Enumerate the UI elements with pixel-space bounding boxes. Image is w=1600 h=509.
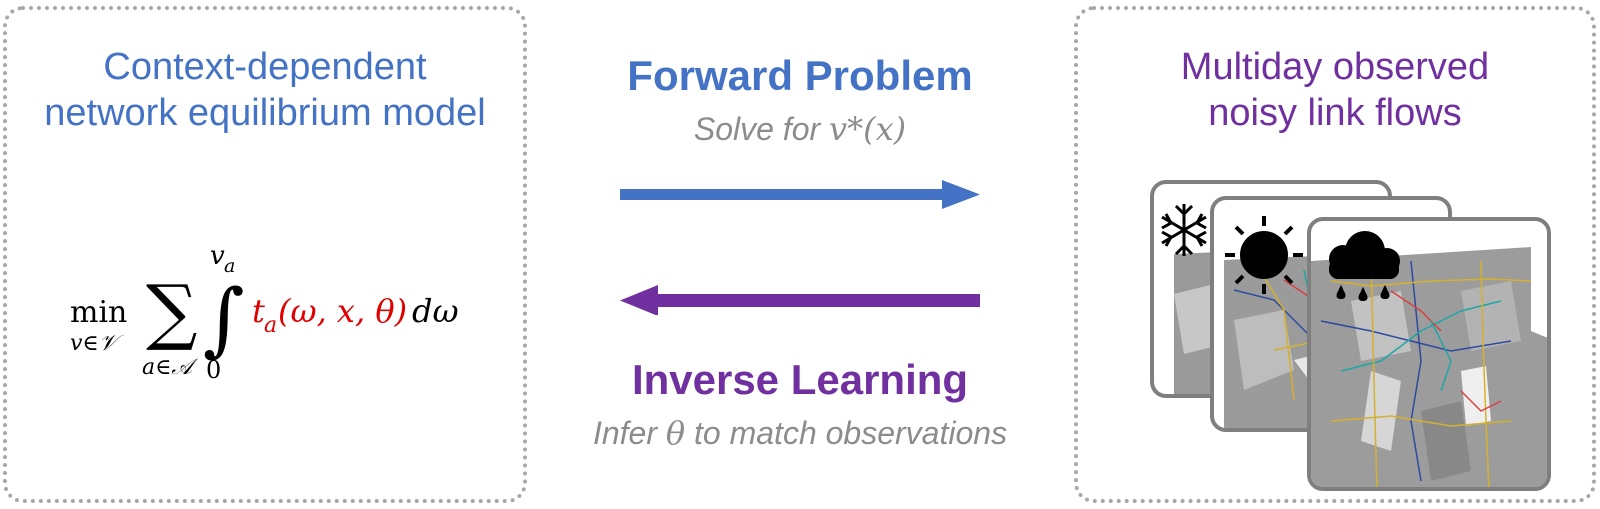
formula-integral-lower: 0: [206, 356, 221, 384]
model-panel: Context-dependent network equilibrium mo…: [3, 6, 527, 503]
forward-subtitle-prefix: Solve for: [693, 111, 830, 147]
inverse-learning-title: Inverse Learning: [631, 356, 969, 403]
formula-integral-upper: v: [210, 250, 225, 271]
map-card-rain: [1307, 217, 1551, 491]
snow-icon: [1161, 204, 1207, 256]
formula-min-subscript: v∈𝒱: [70, 331, 124, 356]
forward-problem-title: Forward Problem: [627, 52, 973, 99]
inverse-subtitle-prefix: Infer: [592, 415, 666, 451]
rain-cloud-icon: [1329, 231, 1400, 301]
inverse-subtitle-math: θ: [665, 414, 686, 452]
formula-differential: dω: [412, 292, 459, 330]
formula-args: (ω, x, θ): [278, 292, 407, 330]
forward-problem-subtitle: Solve for v*(x): [540, 110, 1060, 148]
formula-integral-upper-sub: a: [224, 255, 235, 277]
inverse-learning-subtitle: Infer θ to match observations: [540, 414, 1060, 452]
formula-min: min: [70, 295, 127, 330]
sun-icon: [1225, 216, 1303, 294]
observations-panel: Multiday observed noisy link flows: [1074, 6, 1596, 503]
network-map: [1311, 231, 1547, 487]
integral-symbol: ∫: [203, 272, 245, 365]
formula-sum-subscript: a∈𝒜: [142, 355, 198, 380]
formula-t-sub: a: [264, 313, 277, 338]
inverse-subtitle-suffix: to match observations: [685, 415, 1008, 451]
sum-symbol: ∑: [146, 269, 197, 353]
inverse-arrow: [620, 285, 980, 315]
observations-panel-title: Multiday observed noisy link flows: [1180, 46, 1490, 134]
forward-arrow: [620, 180, 980, 209]
model-panel-title: Context-dependent network equilibrium mo…: [44, 46, 486, 134]
formula-t: t: [252, 292, 265, 330]
equilibrium-formula: min v∈𝒱 ∑ a∈𝒜 ∫ v a 0 t a (ω, x, θ) dω: [70, 250, 459, 384]
forward-subtitle-math: v*(x): [829, 110, 907, 148]
